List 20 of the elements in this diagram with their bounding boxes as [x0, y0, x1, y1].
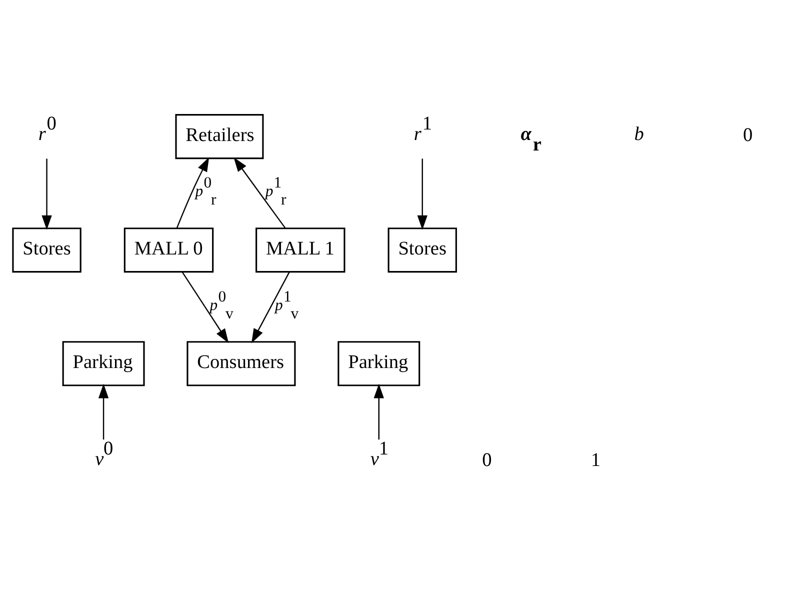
node-box: Stores [12, 227, 82, 272]
label: 0 [742, 124, 753, 146]
arrow [98, 383, 109, 440]
arrow [251, 271, 290, 343]
arrow [417, 158, 428, 230]
arrow [176, 156, 210, 228]
arrow [182, 271, 229, 343]
label: 0 [482, 450, 492, 471]
node-box: Parking [338, 340, 420, 386]
label: 1 [590, 450, 600, 471]
node-box: Stores [388, 227, 457, 272]
arrow [374, 383, 384, 440]
node-box: Retailers [175, 114, 264, 159]
arrow [234, 156, 286, 228]
node-box: MALL 0 [124, 227, 214, 272]
arrow [42, 158, 52, 230]
node-box: Parking [62, 340, 145, 386]
node-box: MALL 1 [256, 227, 346, 272]
label: b [634, 123, 644, 144]
node-box: Consumers [186, 340, 296, 386]
